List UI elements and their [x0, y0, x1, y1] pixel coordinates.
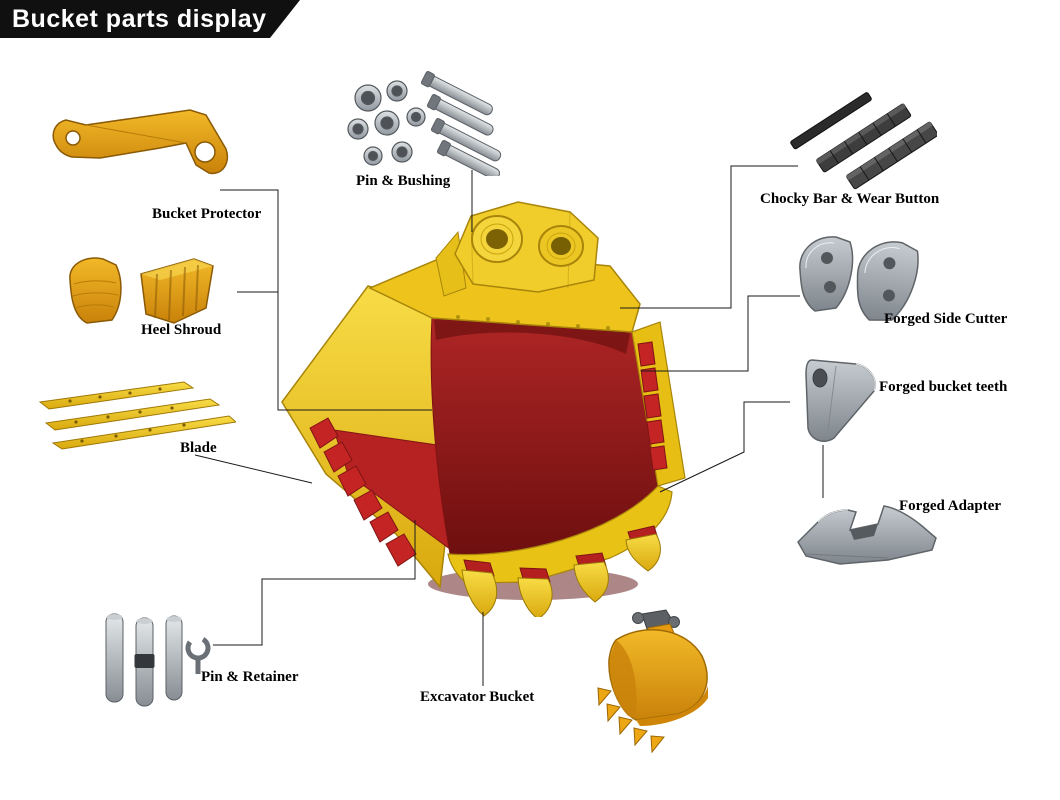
chocky-bar-image: [790, 92, 937, 190]
hinge-boss-left: [471, 215, 523, 263]
title-banner: Bucket parts display: [0, 0, 300, 38]
label-pin-bushing: Pin & Bushing: [356, 173, 451, 189]
excavator-bucket-image: [281, 201, 686, 617]
label-forged-side-cutter: Forged Side Cutter: [884, 311, 1008, 327]
bucket-teeth: [461, 533, 661, 617]
label-pin-retainer: Pin & Retainer: [201, 669, 299, 685]
blade-image: [38, 381, 236, 450]
label-excavator-bucket: Excavator Bucket: [420, 689, 535, 705]
forged-side-cutter-image: [799, 236, 919, 321]
pins: [420, 71, 502, 176]
label-chocky-bar-wear-button: Chocky Bar & Wear Button: [760, 191, 940, 207]
bucket-protector-image: [52, 109, 229, 175]
label-forged-bucket-teeth: Forged bucket teeth: [879, 379, 1008, 395]
bushings: [347, 80, 426, 166]
label-heel-shroud: Heel Shroud: [141, 322, 222, 338]
label-blade: Blade: [180, 440, 217, 456]
bucket-bottom-lip: [447, 485, 673, 584]
hinge-boss-right: [538, 225, 584, 267]
label-forged-adapter: Forged Adapter: [899, 498, 1002, 514]
heel-shroud-image: [69, 257, 214, 324]
pin-bushing-image: [347, 71, 502, 176]
forged-adapter-image: [797, 505, 937, 565]
label-bucket-protector: Bucket Protector: [152, 206, 262, 222]
pin-retainer-image: [105, 613, 211, 707]
forged-bucket-teeth-image: [805, 359, 876, 442]
page-title: Bucket parts display: [12, 4, 267, 33]
small-excavator-bucket-image: [597, 609, 708, 754]
